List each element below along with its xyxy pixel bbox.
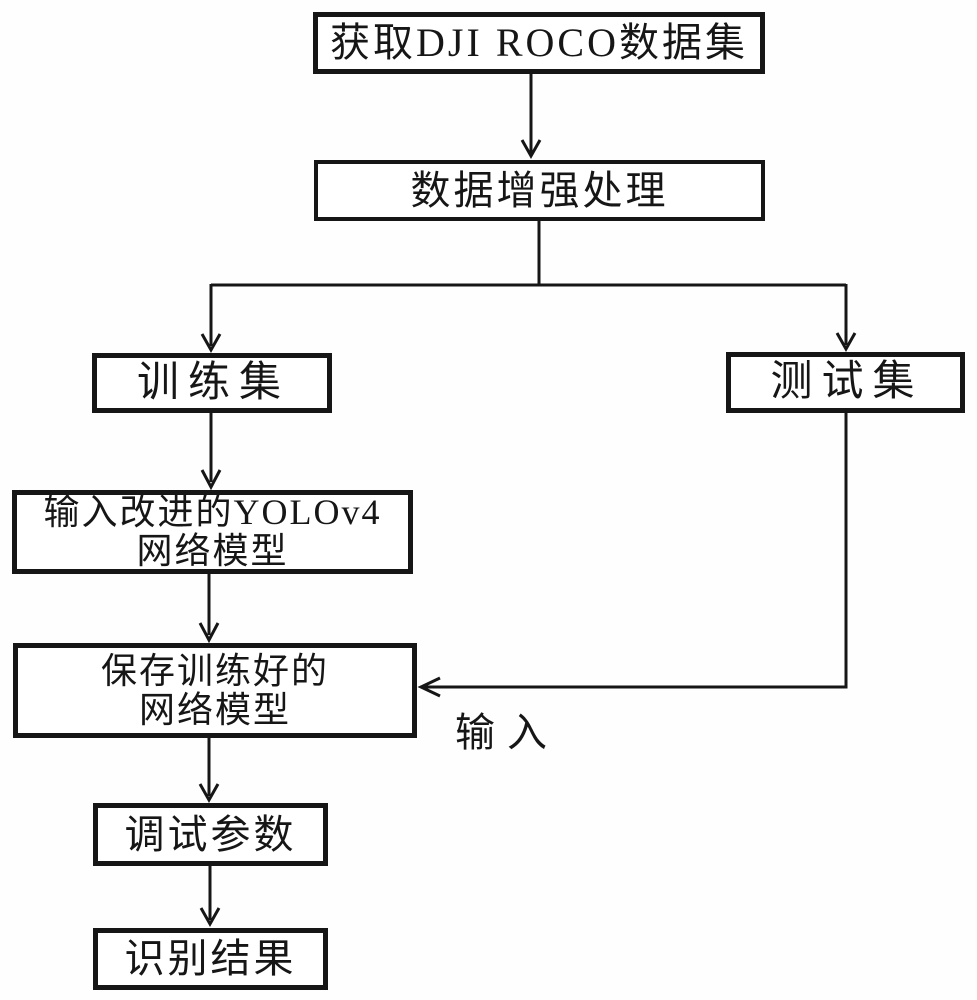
node-save-trained-model: 保存训练好的 网络模型 xyxy=(13,643,417,738)
node-acquire-dataset-label: 获取DJI ROCO数据集 xyxy=(330,20,748,65)
arrow-save-model-to-tune-params xyxy=(198,738,220,804)
node-tune-parameters: 调试参数 xyxy=(93,803,328,866)
node-save-trained-model-line2: 网络模型 xyxy=(138,689,291,730)
arrow-yolo-to-save-model xyxy=(198,574,220,644)
node-training-set: 训练集 xyxy=(92,353,332,413)
node-test-set-label: 测试集 xyxy=(770,359,924,406)
arrow-split-to-test-set xyxy=(835,284,857,353)
arrow-augment-split xyxy=(211,221,846,287)
node-data-augmentation-label: 数据增强处理 xyxy=(410,167,669,213)
node-recognition-result: 识别结果 xyxy=(93,928,328,990)
node-data-augmentation: 数据增强处理 xyxy=(314,160,765,221)
arrow-tune-params-to-result xyxy=(199,866,221,928)
arrow-split-to-training-set xyxy=(200,284,222,354)
node-yolo-model-input-line2: 网络模型 xyxy=(136,531,289,571)
node-acquire-dataset: 获取DJI ROCO数据集 xyxy=(313,12,765,74)
node-tune-parameters-label: 调试参数 xyxy=(124,811,297,857)
edge-label-input: 输入 xyxy=(455,710,559,755)
node-yolo-model-input-line1: 输入改进的YOLOv4 xyxy=(43,492,382,533)
arrow-test-set-to-save-model xyxy=(417,413,848,698)
node-recognition-result-label: 识别结果 xyxy=(124,936,297,981)
arrow-acquire-to-augment xyxy=(520,74,542,160)
node-yolo-model-input: 输入改进的YOLOv4 网络模型 xyxy=(12,490,413,574)
arrow-training-set-to-yolo xyxy=(200,413,222,491)
node-training-set-label: 训练集 xyxy=(136,359,290,406)
node-save-trained-model-line1: 保存训练好的 xyxy=(100,650,329,691)
node-test-set: 测试集 xyxy=(726,352,965,413)
